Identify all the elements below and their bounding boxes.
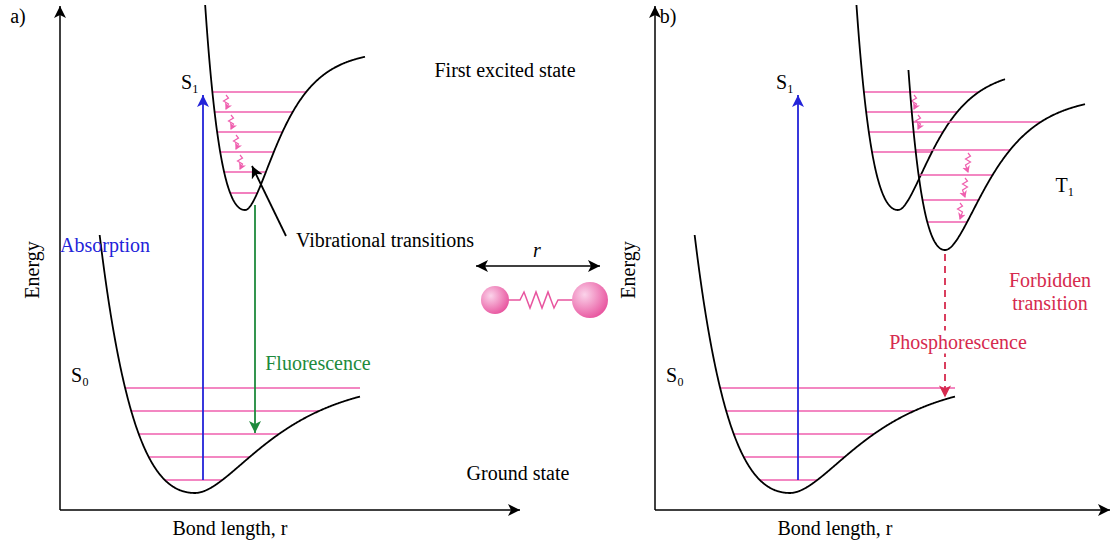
vibrational-level bbox=[744, 456, 845, 458]
callout-label: Vibrational transitions bbox=[296, 229, 474, 252]
energy-levels bbox=[212, 92, 306, 193]
axis-label: Bond length, r bbox=[173, 517, 288, 540]
absorption-arrow bbox=[202, 95, 204, 480]
state-symbol: T₁ bbox=[1055, 174, 1074, 197]
state-symbol: S₁ bbox=[181, 71, 199, 94]
vibrational-relaxation bbox=[912, 95, 917, 109]
variable-label: r bbox=[533, 239, 541, 262]
atom bbox=[572, 282, 608, 318]
vibrational-level bbox=[220, 151, 274, 153]
vibrational-level bbox=[217, 131, 282, 133]
vibrational-level bbox=[720, 387, 955, 389]
state-symbol: S₀ bbox=[71, 364, 89, 387]
energy-axis bbox=[654, 6, 656, 510]
vibrational-level bbox=[872, 151, 932, 153]
vibrational-level bbox=[869, 131, 943, 133]
axis-label: Bond length, r bbox=[778, 517, 893, 540]
process-label: Phosphorescence bbox=[886, 331, 1030, 354]
fluorescence-arrow bbox=[254, 205, 256, 433]
vibrational-relaxation bbox=[229, 115, 234, 129]
vibrational-level bbox=[726, 410, 914, 412]
vibrational-level bbox=[125, 387, 360, 389]
vibrational-relaxation bbox=[963, 178, 968, 197]
axis-label: Energy bbox=[617, 241, 640, 298]
potential-curve bbox=[205, 5, 365, 210]
vibrational-relaxation bbox=[234, 135, 239, 149]
vibrational-relaxation bbox=[966, 153, 971, 172]
energy-levels bbox=[720, 388, 955, 480]
vibrational-level bbox=[131, 410, 319, 412]
phosphorescence-arrow bbox=[944, 254, 946, 397]
process-label: Absorption bbox=[60, 234, 150, 257]
potential-curve bbox=[856, 5, 1005, 210]
vibrational-relaxation bbox=[958, 203, 963, 219]
vibrational-level bbox=[927, 221, 967, 223]
vibrational-level bbox=[919, 174, 993, 176]
state-caption: First excited state bbox=[434, 59, 575, 82]
process-label: Fluorescence bbox=[265, 352, 371, 375]
vibrational-level bbox=[923, 199, 979, 201]
vibrational-level bbox=[864, 91, 979, 93]
bond-length-arrow bbox=[476, 265, 600, 266]
panel-letter: a) bbox=[10, 5, 26, 28]
state-caption: Ground state bbox=[467, 462, 570, 485]
vibrational-level bbox=[139, 433, 279, 435]
atom bbox=[481, 286, 509, 314]
energy-levels bbox=[125, 388, 360, 480]
bond-length-axis bbox=[60, 509, 520, 511]
state-symbol: S₁ bbox=[776, 71, 794, 94]
energy-axis bbox=[59, 6, 61, 510]
vibrational-level bbox=[916, 149, 1011, 151]
vibrational-level bbox=[224, 171, 266, 173]
vibrational-level bbox=[212, 91, 306, 93]
vibrational-relaxation bbox=[238, 155, 243, 169]
vibrational-level bbox=[149, 456, 250, 458]
spring-bond bbox=[508, 292, 573, 308]
vibrational-level bbox=[230, 192, 257, 194]
absorption-arrow bbox=[797, 95, 799, 480]
vibrational-level bbox=[913, 121, 1041, 123]
potential-curve bbox=[908, 70, 1085, 250]
vibrational-level bbox=[760, 479, 818, 481]
state-symbol: S₀ bbox=[666, 364, 684, 387]
panel-letter: b) bbox=[660, 5, 677, 28]
vibrational-level bbox=[165, 479, 223, 481]
potential-curve bbox=[695, 235, 955, 493]
vibrational-relaxation bbox=[224, 95, 229, 109]
vibrational-level bbox=[215, 111, 293, 113]
axis-label: Energy bbox=[21, 241, 44, 298]
potential-curves bbox=[100, 5, 1085, 493]
vibrational-level bbox=[734, 433, 874, 435]
bond-length-axis bbox=[655, 509, 1110, 511]
process-label: Forbidden transition bbox=[995, 269, 1105, 315]
leader-arrow bbox=[252, 166, 286, 236]
